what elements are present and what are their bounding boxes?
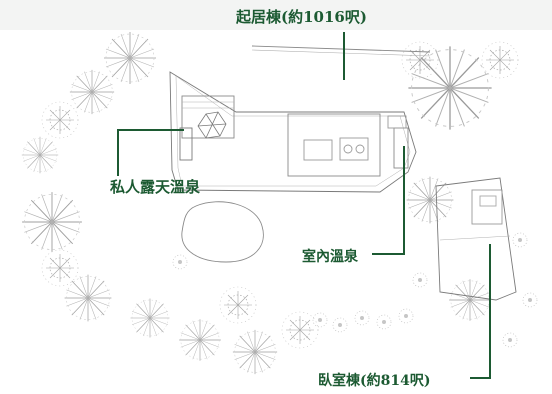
living-block-label: 起居棟(約1016呎) — [236, 8, 367, 26]
vegetation-right — [401, 41, 538, 348]
umbrella — [197, 111, 227, 139]
private-outdoor-onsen-label: 私人露天溫泉 — [110, 178, 201, 196]
indoor-onsen-label: 室內溫泉 — [302, 249, 358, 265]
vegetation — [21, 31, 414, 375]
leader-lines — [117, 32, 491, 379]
bedroom-block-label: 臥室棟(約814呎) — [318, 373, 431, 389]
bedroom-block — [435, 177, 517, 301]
living-block — [169, 71, 417, 193]
pond — [181, 201, 264, 263]
